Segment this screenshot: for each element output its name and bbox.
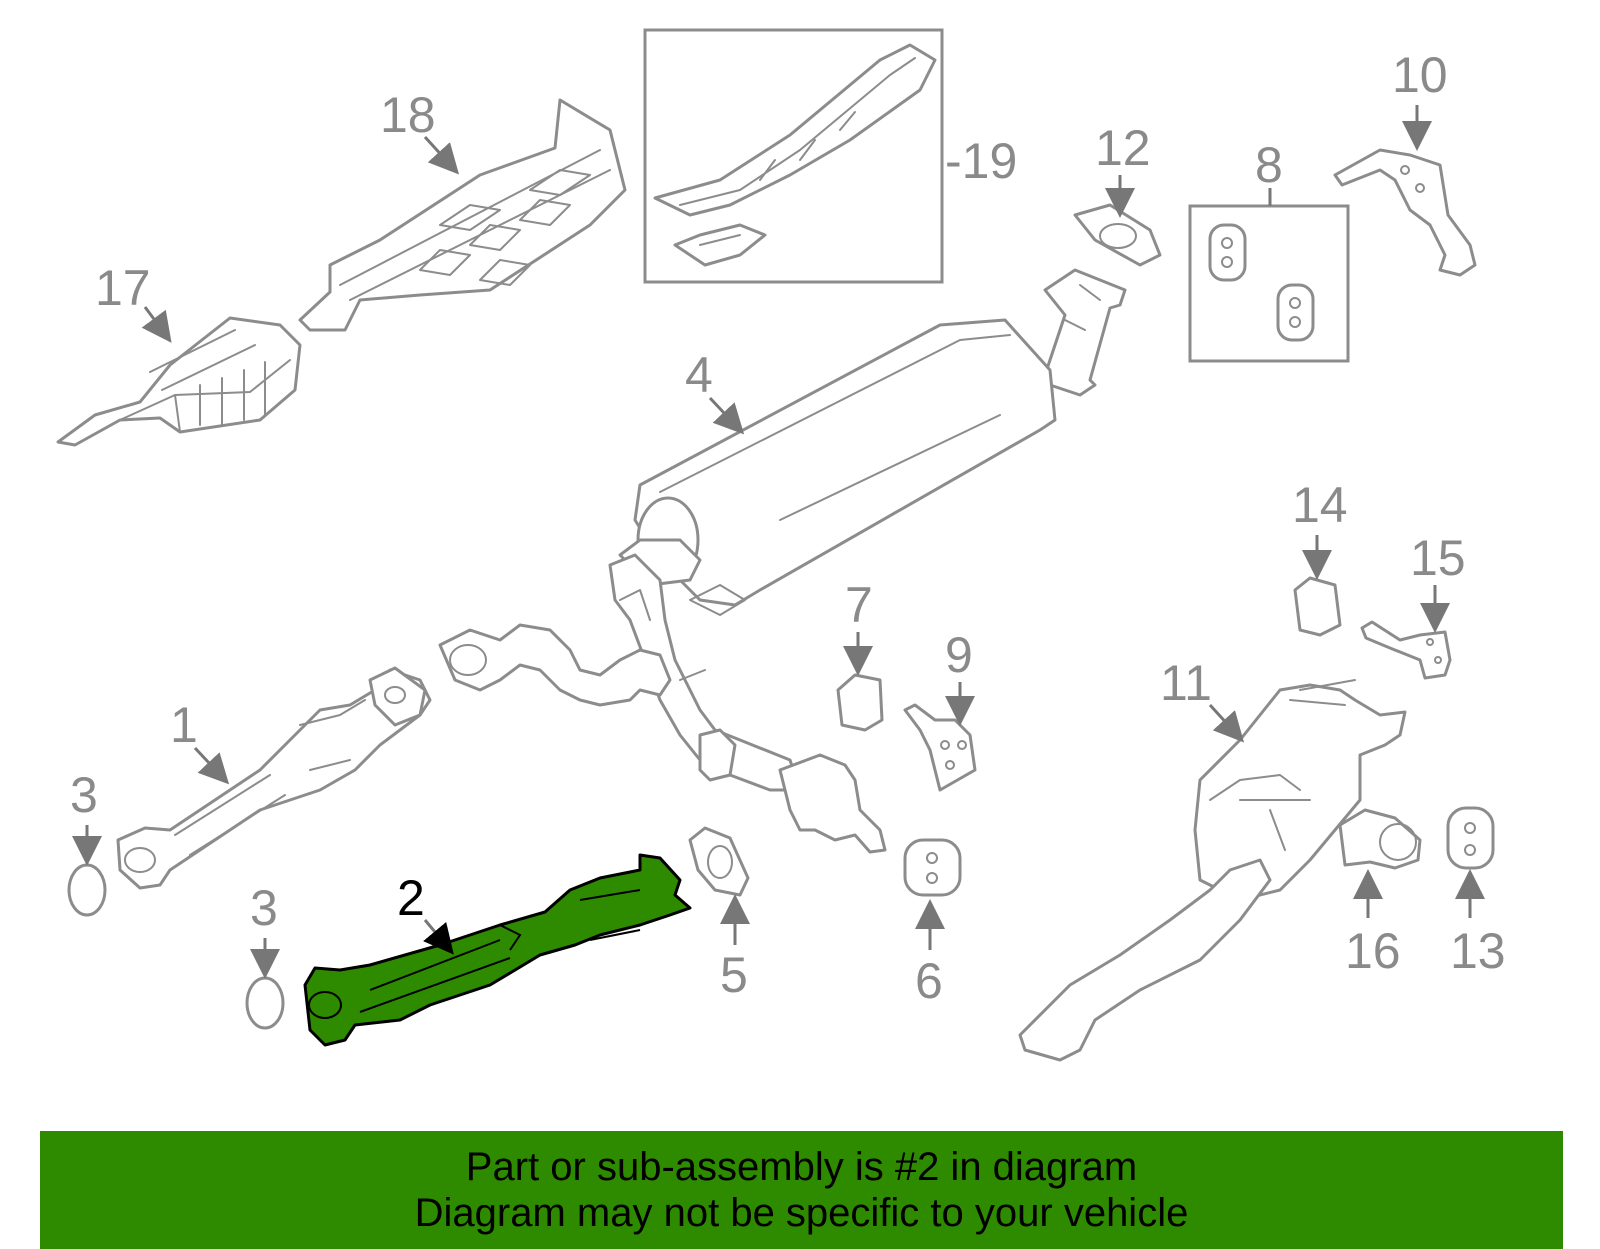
- callout-18: 18: [380, 87, 436, 143]
- callout-6: 6: [915, 953, 943, 1009]
- callout-5: 5: [720, 947, 748, 1003]
- callout-8: 8: [1255, 137, 1283, 193]
- info-banner: Part or sub-assembly is #2 in diagram Di…: [40, 1131, 1563, 1249]
- callout-11-arrow: [1208, 703, 1245, 743]
- callout-15: 15: [1410, 530, 1466, 586]
- callout-13: 13: [1450, 923, 1506, 979]
- callout-17: 17: [95, 260, 151, 316]
- part-19-box: [643, 28, 944, 284]
- callout-1-arrow: [193, 746, 230, 785]
- callout-19: -19: [945, 133, 1017, 189]
- part-16-bracket[interactable]: [1338, 808, 1422, 870]
- part-15-bracket[interactable]: [1360, 620, 1452, 680]
- part-12-gasket[interactable]: [1073, 203, 1162, 267]
- callout-16: 16: [1345, 923, 1401, 979]
- part-19-heat-shield[interactable]: [653, 43, 937, 267]
- callout-1: 1: [170, 697, 198, 753]
- part-8-hangers[interactable]: [1208, 223, 1315, 342]
- part-6-hanger[interactable]: [903, 838, 962, 897]
- part-9-bracket[interactable]: [903, 703, 977, 792]
- part-5-gasket[interactable]: [688, 826, 750, 897]
- callout-14: 14: [1292, 477, 1348, 533]
- callout-9: 9: [945, 627, 973, 683]
- part-10-bracket[interactable]: [1333, 148, 1477, 277]
- callout-17-arrow: [141, 306, 172, 343]
- callout-3-upper: 3: [70, 767, 98, 823]
- part-3-gasket-upper[interactable]: [67, 863, 107, 917]
- part-11-rear-muffler[interactable]: [1018, 679, 1407, 1062]
- callout-2-arrow: [423, 919, 454, 955]
- part-17-heat-shield[interactable]: [56, 316, 302, 447]
- callout-7: 7: [845, 577, 873, 633]
- part-1-front-pipe[interactable]: [116, 666, 432, 890]
- part-13-hanger[interactable]: [1446, 806, 1495, 870]
- callout-4-arrow: [708, 396, 745, 435]
- part-2-converter-pipe-highlighted[interactable]: [303, 853, 692, 1047]
- callout-12: 12: [1095, 120, 1151, 176]
- part-7-damper[interactable]: [836, 673, 884, 732]
- banner-line-part: Part or sub-assembly is #2 in diagram: [465, 1145, 1138, 1189]
- callout-4: 4: [685, 347, 713, 403]
- callout-3-lower: 3: [250, 880, 278, 936]
- callout-11: 11: [1160, 655, 1212, 711]
- callout-10: 10: [1392, 47, 1448, 103]
- part-4-center-muffler[interactable]: [438, 268, 1127, 854]
- callout-18-arrow: [423, 135, 460, 175]
- part-18-underbody-shield[interactable]: [298, 98, 627, 332]
- part-3-gasket-lower[interactable]: [245, 976, 285, 1030]
- banner-line-disclaimer: Diagram may not be specific to your vehi…: [414, 1191, 1189, 1235]
- callout-2: 2: [397, 870, 425, 926]
- part-14-damper[interactable]: [1293, 576, 1342, 637]
